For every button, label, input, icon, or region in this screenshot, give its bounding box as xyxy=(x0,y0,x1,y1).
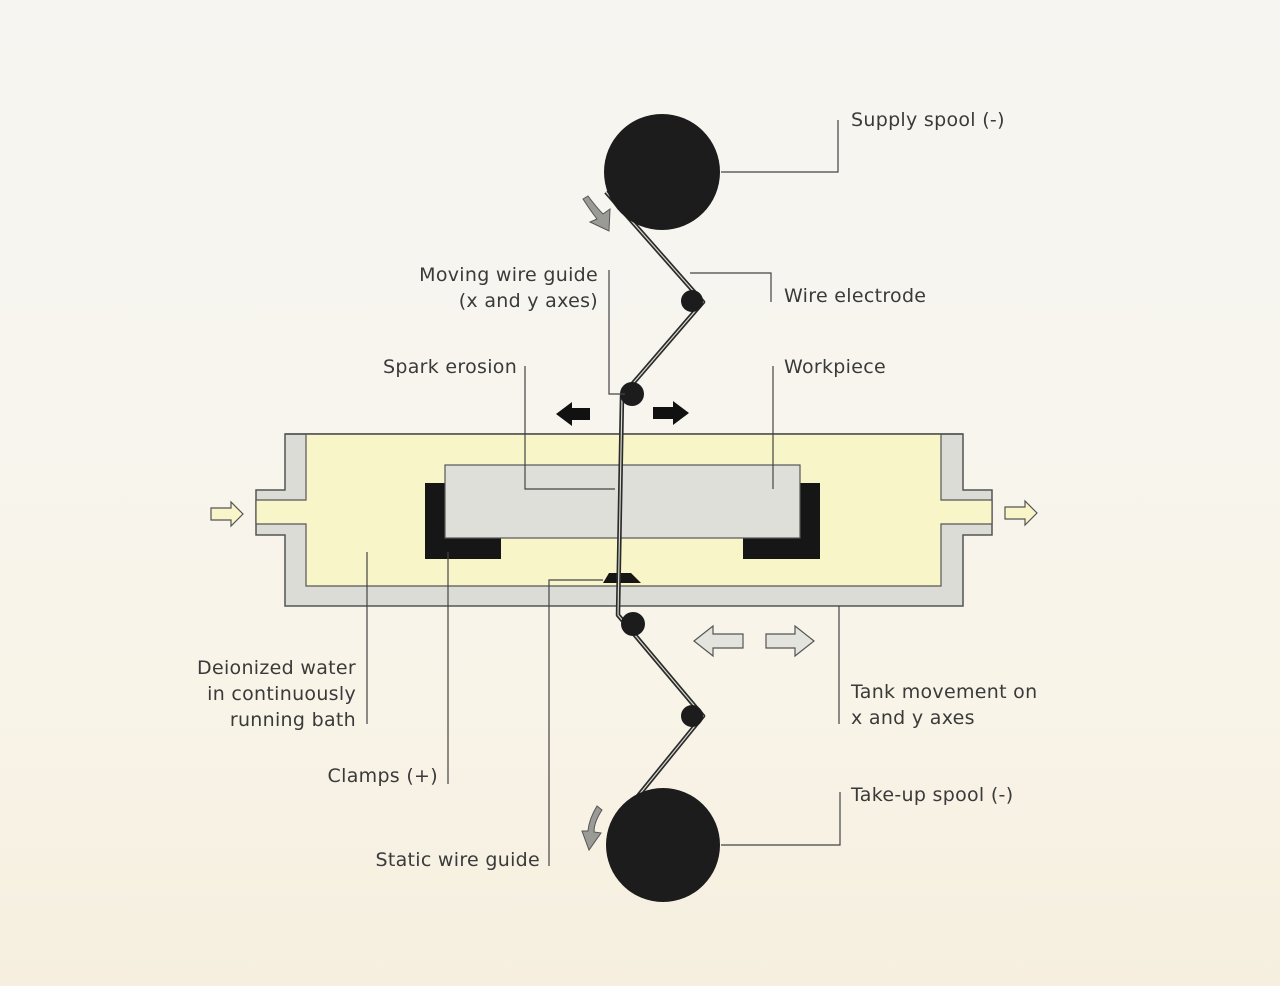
wire-electrode-label: Wire electrode xyxy=(784,285,927,307)
supply-rotation-arrow xyxy=(582,195,611,232)
clamps-label: Clamps (+) xyxy=(327,765,438,787)
take-up-rotation-arrow xyxy=(581,805,603,852)
water-outlet-arrow xyxy=(1004,499,1038,527)
moving-wire-guide-label: Moving wire guide (x and y axes) xyxy=(396,262,598,314)
leader-lines xyxy=(366,120,841,866)
deionized-water-label-line3: running bath xyxy=(229,709,356,731)
right-clamp xyxy=(743,483,820,559)
tank-movement-label-line1: Tank movement on xyxy=(851,681,1038,703)
upper-roller xyxy=(681,290,703,312)
guide-left-arrow xyxy=(556,402,590,426)
deionized-water-label: Deionized water in continuously running … xyxy=(155,655,356,733)
tank-left-arrow xyxy=(693,624,744,658)
lower-roller xyxy=(681,705,703,727)
left-clamp xyxy=(425,483,501,559)
static-wire-guide xyxy=(603,573,641,583)
moving-wire-guide-label-line2: (x and y axes) xyxy=(458,290,598,312)
deionized-water-label-line2: in continuously xyxy=(207,683,356,705)
take-up-spool-label: Take-up spool (-) xyxy=(851,784,1014,806)
workpiece-label: Workpiece xyxy=(784,356,886,378)
guide-right-arrow xyxy=(653,401,689,425)
deionized-water-label-line1: Deionized water xyxy=(197,657,356,679)
supply-spool xyxy=(604,114,720,230)
water-inlet-arrow xyxy=(210,500,244,528)
tank-movement-label-line2: x and y axes xyxy=(851,707,975,729)
spark-erosion-label: Spark erosion xyxy=(383,356,518,378)
tank-movement-label: Tank movement on x and y axes xyxy=(851,679,1037,731)
lower-guide-roller xyxy=(621,612,645,636)
moving-wire-guide-label-line1: Moving wire guide xyxy=(419,264,598,286)
moving-wire-guide xyxy=(620,382,644,406)
supply-spool-label: Supply spool (-) xyxy=(851,109,1005,131)
static-wire-guide-label: Static wire guide xyxy=(375,849,540,871)
take-up-spool xyxy=(606,788,720,902)
tank-right-arrow xyxy=(765,624,815,658)
